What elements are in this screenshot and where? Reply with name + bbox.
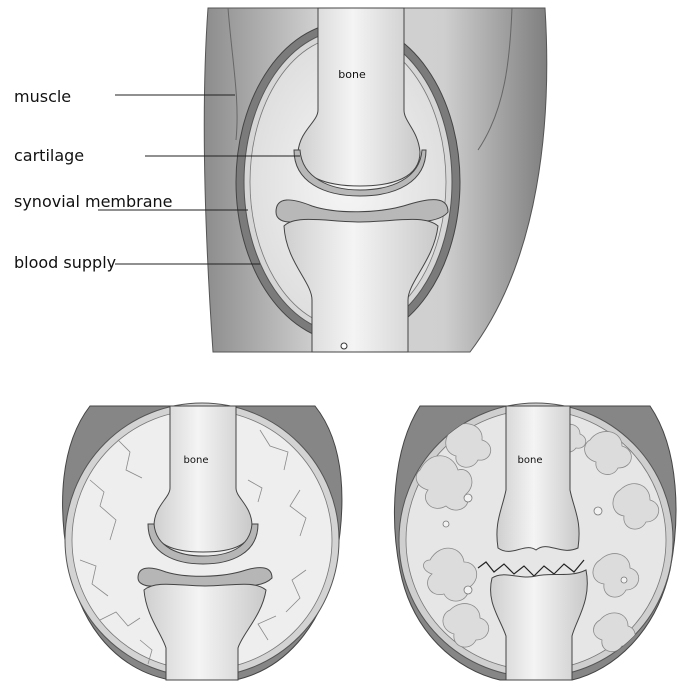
blood-supply-label: blood supply: [14, 253, 116, 272]
cartilage-label: cartilage: [14, 146, 84, 165]
bone-label-top: bone: [338, 68, 366, 81]
bottom-left-joint: bone: [63, 403, 342, 680]
blood-vessel-opening: [341, 343, 347, 349]
bottom-right-upper-bone: [497, 406, 579, 551]
top-joint: bone: [204, 8, 547, 352]
synovial-membrane-label: synovial membrane: [14, 192, 173, 211]
bone-label-bottom-left: bone: [184, 455, 209, 466]
bottom-right-joint: bone: [395, 403, 676, 680]
bone-label-bottom-right: bone: [518, 455, 543, 466]
muscle-label: muscle: [14, 87, 71, 106]
